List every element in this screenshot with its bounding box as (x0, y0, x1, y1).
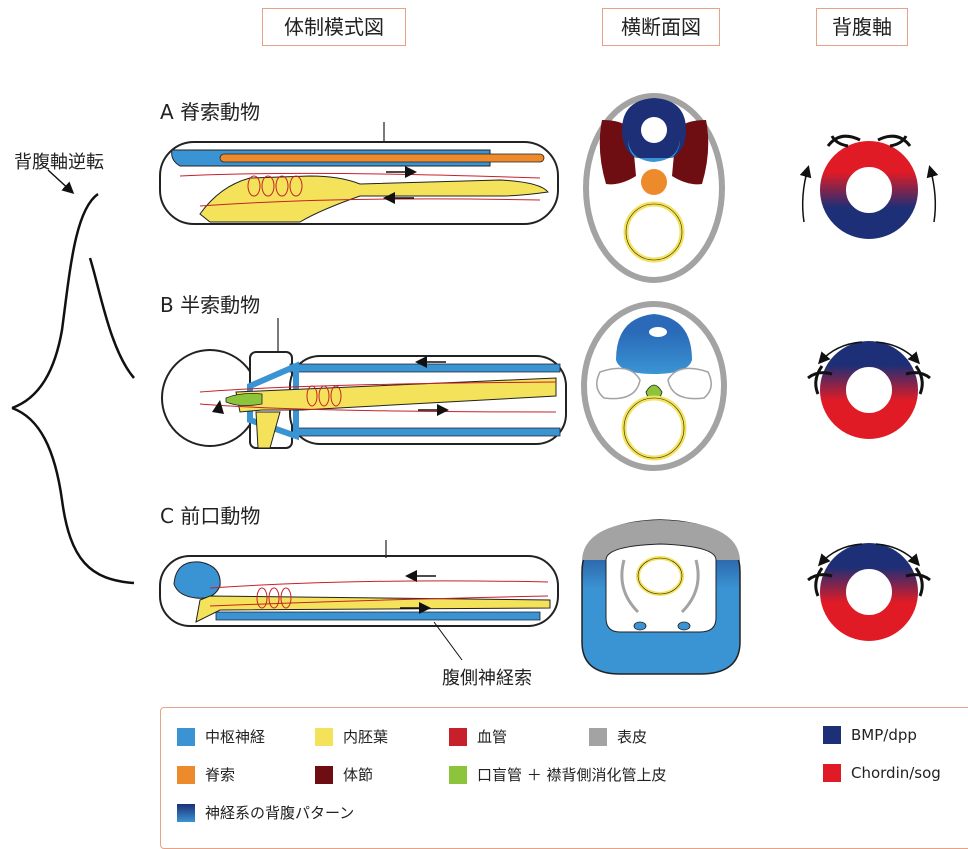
body-plan-protostomia (160, 540, 558, 660)
legend-bmp: BMP/dpp (823, 726, 917, 744)
dv-inversion-brace (12, 194, 134, 583)
legend-chordin-label: Chordin/sog (851, 764, 941, 782)
legend: 中枢神経 内胚葉 血管 表皮 BMP/dpp 脊索 体節 口盲管 ＋ 襟背側消化… (160, 707, 968, 849)
legend-epidermis-label: 表皮 (617, 726, 647, 747)
legend-neural-dv: 神経系の背腹パターン (177, 802, 354, 823)
legend-somite: 体節 (315, 764, 373, 785)
legend-somite-label: 体節 (343, 764, 373, 785)
legend-endoderm-label: 内胚葉 (343, 726, 388, 747)
legend-notochord-swatch (177, 766, 195, 784)
legend-chordin: Chordin/sog (823, 764, 941, 782)
legend-stomochord-swatch (449, 766, 467, 784)
legend-notochord-label: 脊索 (205, 764, 235, 785)
legend-endoderm: 内胚葉 (315, 726, 388, 747)
legend-epidermis-swatch (589, 728, 607, 746)
body-plan-hemichordata (162, 318, 566, 448)
legend-bmp-swatch (823, 726, 841, 744)
dv-ring-hemichordata (808, 342, 930, 426)
dv-ring-protostomia (808, 544, 930, 628)
cross-section-chordata (586, 96, 722, 280)
legend-stomochord-label: 口盲管 ＋ 襟背側消化管上皮 (477, 764, 667, 785)
legend-bmp-label: BMP/dpp (851, 726, 917, 744)
legend-blood-vessel-swatch (449, 728, 467, 746)
legend-neural-dv-swatch (177, 804, 195, 822)
cross-section-protostomia (582, 520, 740, 674)
legend-cns-swatch (177, 728, 195, 746)
legend-epidermis: 表皮 (589, 726, 647, 747)
legend-blood-vessel-label: 血管 (477, 726, 507, 747)
body-plan-chordata (160, 122, 558, 224)
legend-stomochord: 口盲管 ＋ 襟背側消化管上皮 (449, 764, 667, 785)
legend-chordin-swatch (823, 764, 841, 782)
legend-endoderm-swatch (315, 728, 333, 746)
legend-neural-dv-label: 神経系の背腹パターン (205, 802, 354, 823)
legend-somite-swatch (315, 766, 333, 784)
legend-blood-vessel: 血管 (449, 726, 507, 747)
cross-section-hemichordata (584, 304, 724, 468)
legend-cns: 中枢神経 (177, 726, 265, 747)
dv-inversion-pointer (48, 170, 72, 192)
dv-ring-chordata (803, 136, 936, 226)
legend-notochord: 脊索 (177, 764, 235, 785)
legend-cns-label: 中枢神経 (205, 726, 265, 747)
